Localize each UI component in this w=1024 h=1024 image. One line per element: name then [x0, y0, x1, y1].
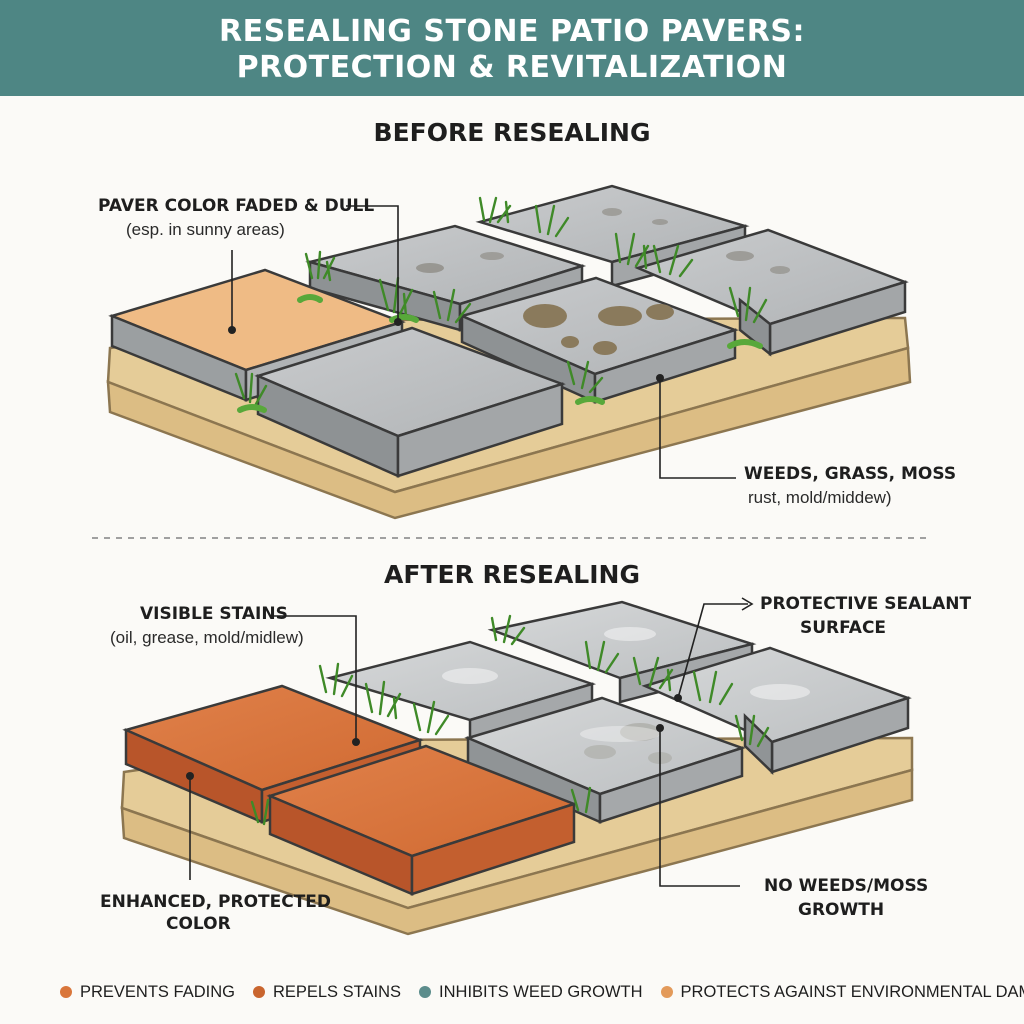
- legend-label: REPELS STAINS: [272, 982, 402, 1001]
- before-grass: [234, 196, 768, 406]
- callout-sealant-line-1: PROTECTIVE SEALANT: [760, 594, 972, 614]
- callout-weeds-title: WEEDS, GRASS, MOSS: [744, 464, 957, 484]
- page-title-line-2: PROTECTION & REVITALIZATION: [236, 50, 788, 85]
- callout-faded-sub: (esp. in sunny areas): [126, 220, 285, 239]
- legend-dot-icon: [252, 986, 265, 998]
- legend-dot-icon: [660, 986, 673, 998]
- after-paver-terracotta-front: [266, 744, 578, 896]
- callout-noweeds-line-1: NO WEEDS/MOSS: [764, 876, 929, 896]
- callout-noweeds-line-2: GROWTH: [798, 900, 885, 920]
- after-scene: [120, 600, 914, 936]
- before-heading: BEFORE RESEALING: [373, 118, 651, 147]
- legend-dot-icon: [419, 986, 432, 998]
- after-paver-stained: [464, 696, 746, 824]
- callout-color-line-1: ENHANCED, PROTECTED: [100, 892, 332, 912]
- before-paver-right: [634, 228, 909, 357]
- oil-stain: [523, 304, 567, 328]
- legend-item-inhibits-weeds: INHIBITS WEED GROWTH: [419, 983, 643, 1002]
- legend-item-prevents-fading: PREVENTS FADING: [60, 983, 235, 1002]
- callout-color-line-2: COLOR: [166, 914, 231, 934]
- legend-item-repels-stains: REPELS STAINS: [252, 982, 402, 1002]
- leader-dots: [186, 318, 682, 780]
- before-paver-front: [254, 326, 566, 478]
- sealant-arrow-head: [741, 597, 754, 611]
- legend-label: PROTECTS AGAINST ENVIRONMENTAL DAMAGE: [680, 982, 1024, 1001]
- benefits-legend: PREVENTS FADING REPELS STAINS INHIBITS W…: [60, 980, 1024, 1004]
- callout-stains-sub: (oil, grease, mold/midlew): [110, 628, 304, 647]
- callout-weeds-sub: rust, mold/middew): [748, 488, 892, 507]
- after-grass: [250, 614, 770, 826]
- callout-sealant-line-2: SURFACE: [800, 618, 887, 638]
- before-scene: [106, 184, 912, 520]
- callout-stains-title: VISIBLE STAINS: [140, 604, 288, 624]
- after-heading: AFTER RESEALING: [384, 560, 640, 589]
- page-title-line-1: RESEALING STONE PATIO PAVERS:: [218, 14, 805, 49]
- legend-dot-icon: [60, 986, 72, 998]
- callout-faded-title: PAVER COLOR FADED & DULL: [98, 196, 375, 216]
- legend-label: INHIBITS WEED GROWTH: [439, 982, 643, 1001]
- title-banner: RESEALING STONE PATIO PAVERS: PROTECTION…: [0, 0, 1024, 96]
- legend-label: PREVENTS FADING: [80, 982, 235, 1001]
- leader-lines: [189, 205, 748, 887]
- legend-item-protects-environment: PROTECTS AGAINST ENVIRONMENTAL DAMAGE: [660, 982, 1024, 1002]
- before-paver-stained: [458, 276, 739, 404]
